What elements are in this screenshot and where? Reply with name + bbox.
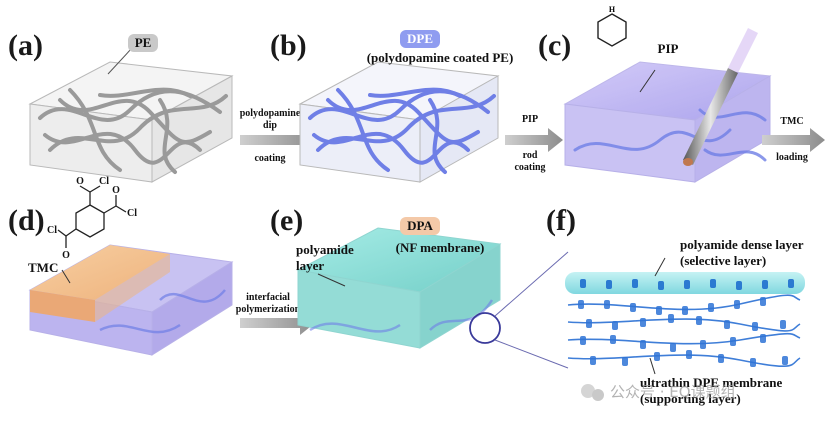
arrow-de-line1: interfacial	[246, 292, 290, 303]
arrow-cout-line1: TMC	[780, 116, 803, 127]
tmc-fibers	[99, 289, 226, 334]
tmc-tag: TMC	[28, 260, 58, 275]
dpe-box	[298, 61, 500, 183]
pip-n-top: H	[609, 5, 616, 14]
pip-tag: PIP	[658, 41, 679, 56]
panel-b: (b) DPE (polydopamine coated PE)	[270, 29, 514, 183]
arrow-de-line2: polymerization	[236, 304, 301, 315]
dpe-tag-bg	[400, 30, 440, 48]
support-chains	[567, 294, 801, 368]
pe-tag: PE	[135, 35, 152, 50]
panel-b-letter: (b)	[270, 29, 307, 62]
arrow-ab-line3: coating	[254, 153, 285, 164]
support-layer-label: ultrathin DPE membrane	[640, 375, 783, 390]
tmc-cl-3: Cl	[47, 225, 57, 236]
panel-c-letter: (c)	[538, 29, 571, 62]
arrow-bc-line1: PIP	[522, 114, 538, 125]
piperazine-structure	[597, 13, 627, 47]
pe-box	[28, 61, 234, 183]
tmc-layer	[30, 245, 170, 322]
pa-layer-line2: layer	[296, 258, 324, 273]
panel-e: (e) DPA (NF membrane) polyamide layer	[270, 204, 569, 369]
panel-f-letter: (f)	[546, 204, 576, 237]
arrow-ab-line2: dip	[263, 120, 277, 131]
arrow-cout-line2: loading	[776, 152, 808, 163]
dpa-fibers	[309, 299, 494, 333]
tmc-o-3: O	[62, 250, 70, 261]
panel-a-letter: (a)	[8, 29, 43, 62]
arrow-bc: PIP rod coating	[505, 114, 563, 173]
dpa-box	[296, 227, 502, 349]
support-beads	[578, 297, 788, 367]
watermark: 公众号 · EQ课题组	[581, 383, 736, 401]
pa-layer-line1: polyamide	[296, 242, 354, 257]
support-layer-sublabel: (supporting layer)	[640, 391, 741, 406]
zoom-line-bottom	[494, 339, 569, 369]
zoom-line-top	[494, 251, 569, 317]
panel-f: (f)	[546, 204, 805, 406]
dense-layer-sublabel: (selective layer)	[680, 253, 766, 268]
dpa-tag-bg	[400, 217, 440, 235]
dpa-tag: DPA	[407, 218, 433, 233]
panel-a: (a) PE	[8, 29, 234, 183]
arrow-bc-line3: coating	[514, 162, 545, 173]
panel-d-letter: (d)	[8, 204, 45, 237]
watermark-text: 公众号 · EQ课题组	[610, 383, 736, 401]
dpe-caption: (polydopamine coated PE)	[367, 50, 514, 65]
arrow-ab: polydopamine dip coating	[240, 108, 315, 164]
zoom-circle	[469, 312, 501, 344]
panel-e-letter: (e)	[270, 204, 303, 237]
pe-tag-bg	[128, 34, 158, 52]
arrow-ab-line1: polydopamine	[240, 108, 301, 119]
tmc-cl-2: Cl	[127, 208, 137, 219]
tmc-cl-1: Cl	[99, 176, 109, 187]
dpe-fibers	[308, 87, 496, 174]
arrow-de: interfacial polymerization	[236, 292, 315, 335]
pip-box	[563, 61, 772, 183]
dpe-tag: DPE	[407, 31, 433, 46]
dense-beads	[580, 279, 794, 290]
tmc-o-1: O	[76, 176, 84, 187]
dense-layer-label: polyamide dense layer	[680, 237, 804, 252]
pe-fibers	[38, 87, 228, 174]
tmc-o-2: O	[112, 185, 120, 196]
arrow-bc-line2: rod	[523, 150, 538, 161]
tmc-structure	[57, 185, 127, 248]
panel-c: (c) H PIP	[538, 5, 772, 183]
roller-rod	[683, 28, 758, 166]
panel-d: (d) O Cl O Cl Cl O	[8, 176, 234, 356]
dpa-caption: (NF membrane)	[396, 240, 485, 255]
arrow-cout: TMC loading	[762, 116, 825, 163]
